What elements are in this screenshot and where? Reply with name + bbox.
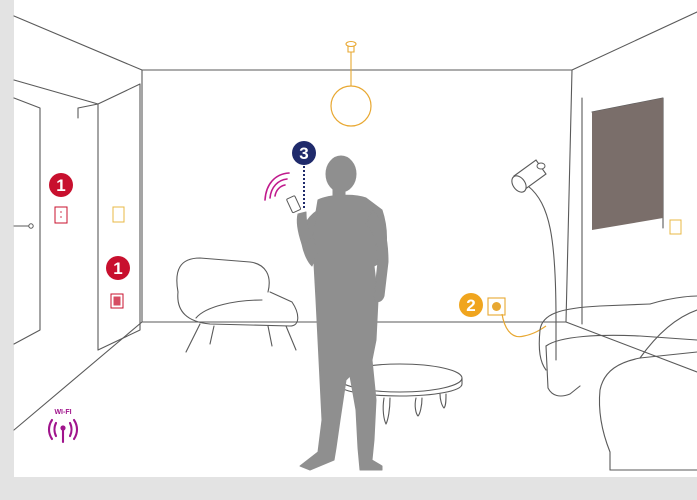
badge-door-switch: 1 bbox=[49, 173, 73, 197]
svg-text:1: 1 bbox=[56, 176, 65, 195]
control-panel bbox=[111, 294, 123, 308]
door-switch bbox=[55, 207, 67, 223]
wall-switch-right bbox=[670, 220, 681, 234]
badge-panel: 1 bbox=[106, 256, 130, 280]
svg-text:2: 2 bbox=[466, 296, 475, 315]
smart-socket bbox=[488, 298, 505, 315]
svg-text:3: 3 bbox=[299, 144, 308, 163]
badge-phone: 3 bbox=[292, 141, 316, 165]
svg-text:1: 1 bbox=[113, 259, 122, 278]
svg-text:WI-FI: WI-FI bbox=[54, 409, 71, 416]
badge-socket: 2 bbox=[459, 293, 483, 317]
wall-switch-left bbox=[113, 207, 124, 222]
